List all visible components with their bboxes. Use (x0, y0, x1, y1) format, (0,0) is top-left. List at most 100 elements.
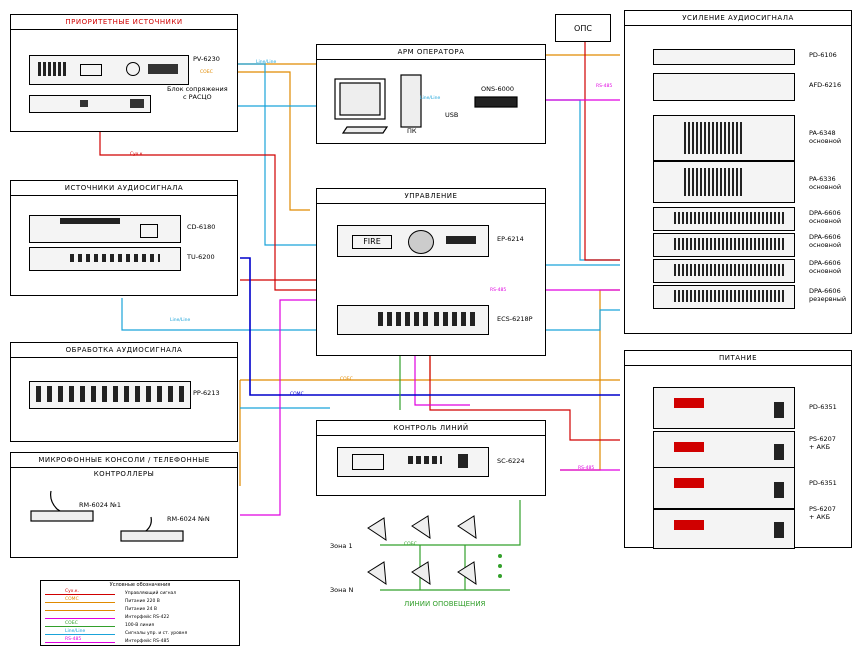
fire-button[interactable]: FIRE (352, 235, 392, 249)
power-device-4 (653, 509, 795, 549)
legend-text: Питание 24 В (125, 607, 157, 612)
amp-label-3: PA-6348 основной (809, 129, 842, 145)
wire-label: СОБС (200, 70, 213, 75)
legend-text: Управляющий сигнал (125, 591, 177, 596)
rasco-interface-label: Блок сопряжения с РАСЦО (167, 85, 228, 101)
ecs-6218p-label: ECS-6218P (497, 315, 533, 323)
wire-label: RS-485 (596, 84, 613, 89)
ops-block: ОПС (555, 14, 611, 42)
legend-tag: СОМС (65, 597, 79, 602)
legend-swatch (45, 626, 115, 627)
control-block: УПРАВЛЕНИЕ FIRE EP-6214 ECS-6218P (316, 188, 546, 356)
legend-swatch (45, 602, 115, 603)
wire-label: СОБС (404, 542, 417, 547)
audio-sources-block: ИСТОЧНИКИ АУДИОСИГНАЛА CD-6180 TU-6200 (10, 180, 238, 296)
amp-label-5: DPA-6606 основной (809, 209, 842, 225)
legend-swatch (45, 642, 115, 643)
notification-lines-label: ЛИНИИ ОПОВЕЩЕНИЯ (404, 600, 486, 608)
amp-device-6 (653, 233, 795, 257)
audio-processing-block: ОБРАБОТКА АУДИОСИГНАЛА PP-6213 (10, 342, 238, 442)
wire-label: СОБС (340, 377, 353, 382)
wire-line-3 (380, 500, 521, 546)
wire-rs-3 (240, 299, 330, 516)
control-title: УПРАВЛЕНИЕ (317, 189, 545, 204)
legend-swatch (45, 610, 115, 611)
amp-device-5 (653, 207, 795, 231)
amp-device-7 (653, 259, 795, 283)
amp-device-2 (653, 73, 795, 101)
wire-label: RS-485 (578, 466, 595, 471)
ops-title: ОПС (574, 24, 592, 33)
pp-6213-device (29, 381, 191, 409)
wire-bus-1 (240, 257, 620, 396)
pc-label: ПК (407, 127, 417, 135)
legend-swatch (45, 594, 115, 595)
legend-row: Интерфейс RS-422 (45, 614, 235, 622)
audio-processing-title: ОБРАБОТКА АУДИОСИГНАЛА (11, 343, 237, 358)
amp-device-8 (653, 285, 795, 309)
operator-workstation-title: АРМ ОПЕРАТОРА (317, 45, 545, 60)
legend-text: Питание 220 В (125, 599, 160, 604)
audio-sources-title: ИСТОЧНИКИ АУДИОСИГНАЛА (11, 181, 237, 196)
legend-row: RS-485 Интерфейс RS-485 (45, 637, 235, 646)
amp-label-7: DPA-6606 основной (809, 259, 842, 275)
usb-label: USB (445, 111, 459, 119)
legend-tag: Сух.к. (65, 589, 80, 594)
zone-n-label: Зона N (330, 586, 354, 594)
pv-6230-device (29, 55, 189, 85)
amp-device-4 (653, 161, 795, 203)
mic-consoles-block: МИКРОФОННЫЕ КОНСОЛИ / ТЕЛЕФОННЫЕ КОНТРОЛ… (10, 452, 238, 558)
wire-label: СОМС (290, 392, 304, 397)
pv-6230-label: PV-6230 (193, 55, 220, 63)
wire-control-4 (429, 310, 620, 441)
rm-6024-n-label: RM-6024 №N (167, 515, 210, 523)
wire-label: RS-485 (490, 288, 507, 293)
ep-6214-device: FIRE (337, 225, 489, 257)
power-label-1: PD-6351 (809, 403, 837, 411)
power-label-2: PS-6207 + АКБ (809, 435, 836, 451)
legend-row: Питание 24 В (45, 606, 235, 614)
sc-6224-device (337, 447, 489, 477)
amp-device-3 (653, 115, 795, 161)
microphone-icon (30, 490, 184, 542)
amplification-block: УСИЛЕНИЕ АУДИОСИГНАЛА PD-6106 AFD-6216 P… (624, 10, 852, 334)
sc-6224-label: SC-6224 (497, 457, 525, 465)
wire-line-5 (419, 545, 466, 590)
operator-workstation-block: АРМ ОПЕРАТОРА ПК USB ONS-6000 (316, 44, 546, 144)
legend-text: Интерфейс RS-422 (125, 615, 170, 620)
legend-swatch (45, 618, 115, 619)
wire-power-2 (238, 71, 310, 211)
legend-row: Сух.к. Управляющий сигнал (45, 589, 235, 598)
amp-label-8: DPA-6606 резервный (809, 287, 847, 303)
legend-swatch (45, 634, 115, 635)
cd-6180-device (29, 215, 181, 243)
wire-label: Сух.к. (130, 152, 145, 157)
wire-control-3 (584, 42, 620, 261)
amp-label-6: DPA-6606 основной (809, 233, 842, 249)
amp-device-1 (653, 49, 795, 65)
priority-sources-title: ПРИОРИТЕТНЫЕ ИСТОЧНИКИ (11, 15, 237, 30)
rm-6024-1-label: RM-6024 №1 (79, 501, 121, 509)
legend-row: СОБС 100-В линия (45, 621, 235, 630)
power-device-1 (653, 387, 795, 429)
power-label-4: PS-6207 + АКБ (809, 505, 836, 521)
tu-6200-device (29, 247, 181, 271)
tu-6200-label: TU-6200 (187, 253, 215, 261)
ep-6214-label: EP-6214 (497, 235, 524, 243)
legend-text: Интерфейс RS-485 (125, 639, 170, 644)
legend-tag: Line/Line (65, 629, 86, 634)
legend-tag: СОБС (65, 621, 78, 626)
amp-label-4: PA-6336 основной (809, 175, 842, 191)
legend-tag: RS-485 (65, 637, 82, 642)
line-control-block: КОНТРОЛЬ ЛИНИЙ SC-6224 (316, 420, 546, 496)
power-device-3 (653, 467, 795, 509)
amplification-title: УСИЛЕНИЕ АУДИОСИГНАЛА (625, 11, 851, 26)
legend-block: Условные обозначения Сух.к.Управляющий с… (40, 580, 240, 646)
rasco-interface-device (29, 95, 151, 113)
legend-row: СОМС Питание 220 В (45, 597, 235, 606)
power-title: ПИТАНИЕ (625, 351, 851, 366)
zone-1-label: Зона 1 (330, 542, 353, 550)
legend-text: 100-В линия (125, 623, 155, 628)
